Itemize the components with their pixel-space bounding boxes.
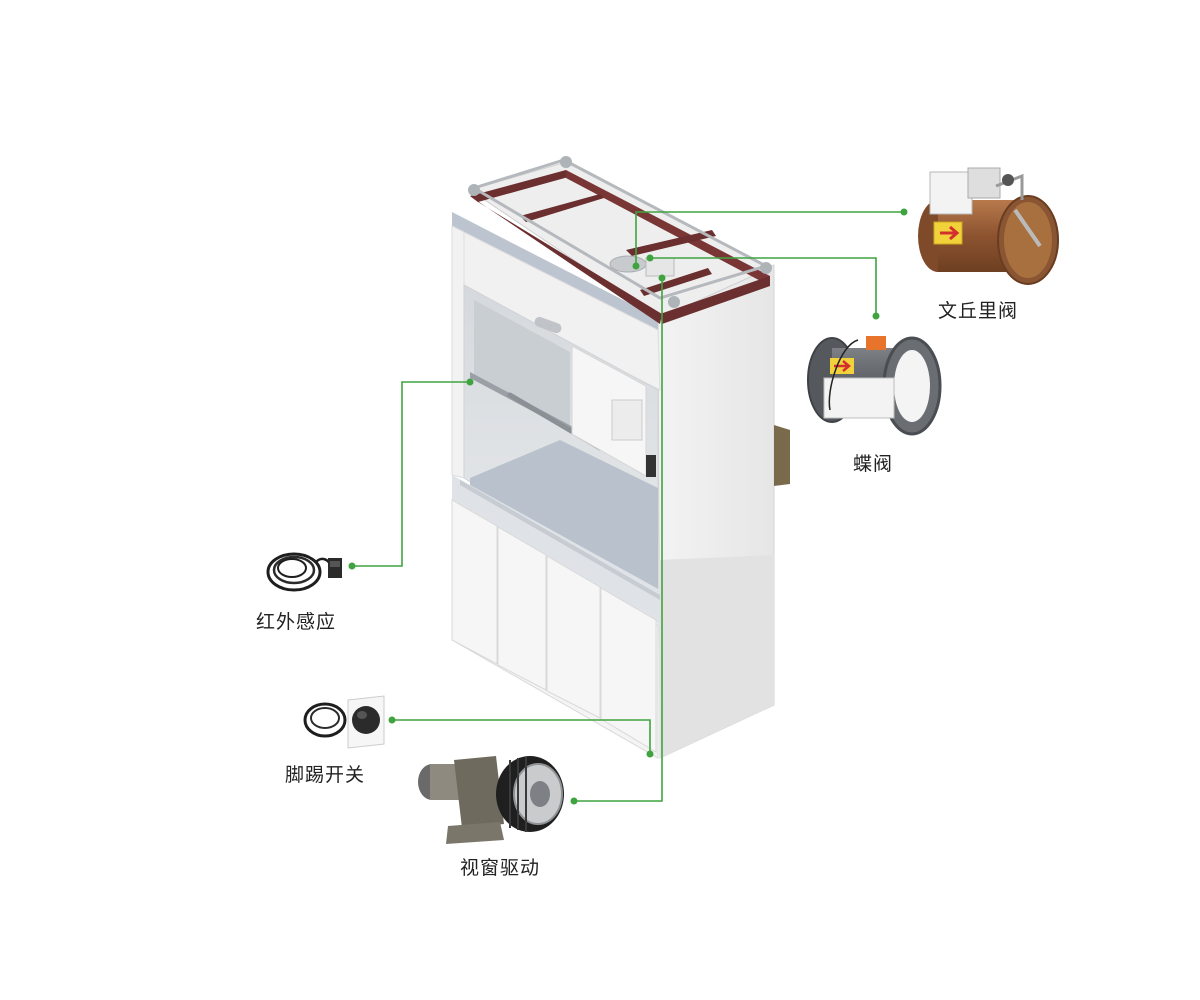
connector-dots [348,208,908,805]
connector-lines [352,211,904,802]
connector-butterfly [650,257,877,316]
fume-hood-cabinet [451,156,790,759]
top-frame [470,170,770,324]
kick-switch-icon [303,695,385,749]
connector-drive [574,278,663,802]
connector-infrared [352,381,470,567]
connector-kick [392,719,651,754]
sash-drive-motor-icon [418,756,564,844]
connector-venturi [635,211,904,266]
venturi-valve-label: 文丘里阀 [938,300,1019,322]
butterfly-valve-label: 蝶阀 [853,453,894,475]
kick-switch-label: 脚踢开关 [285,764,366,786]
infrared-sensor-label: 红外感应 [256,611,337,633]
venturi-valve-icon [918,167,1059,285]
infrared-sensor-icon [266,552,342,592]
sash-drive-label: 视窗驱动 [460,857,541,879]
butterfly-valve-icon [807,336,942,436]
